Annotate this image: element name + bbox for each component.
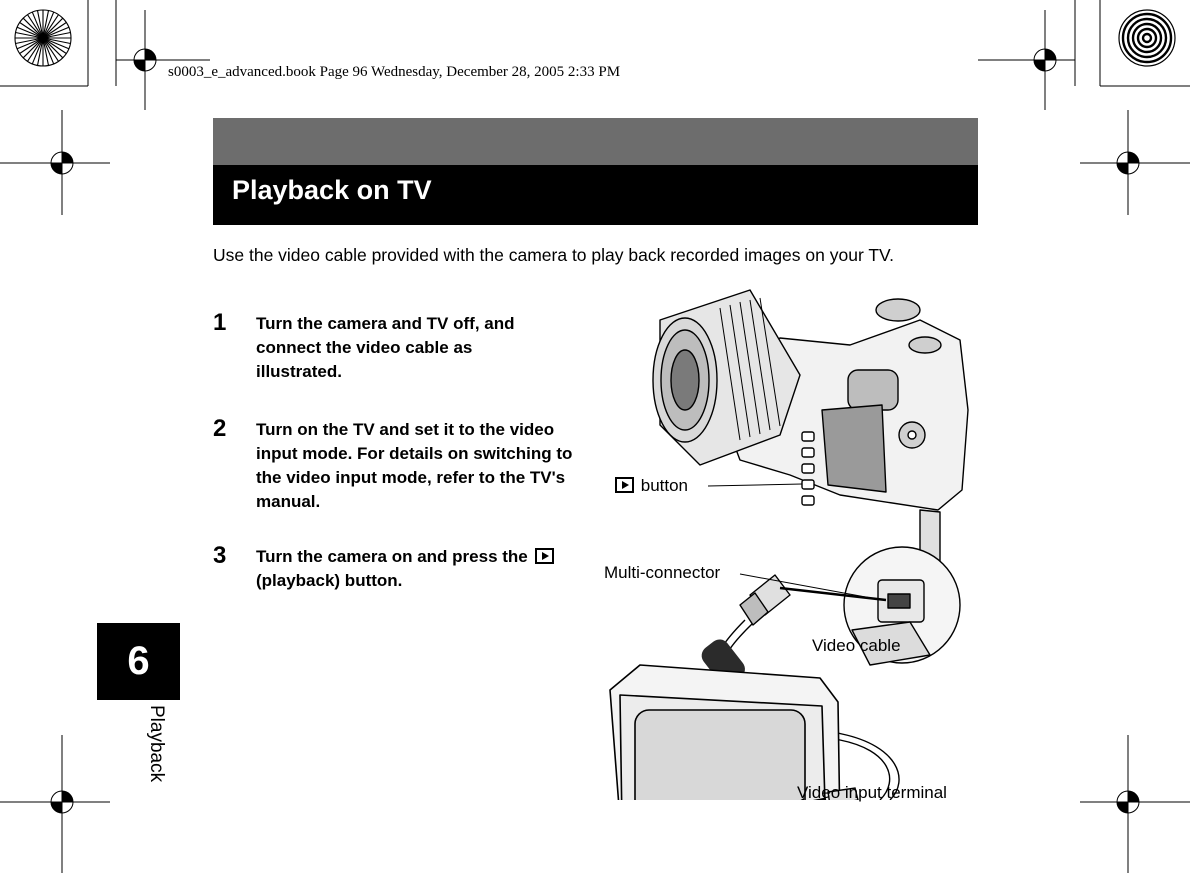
step-text: Turn the camera and TV off, and connect … (256, 314, 515, 381)
chapter-tab: 6 (97, 623, 180, 700)
title-band (213, 165, 978, 225)
chapter-side-label: Playback (146, 705, 167, 783)
playback-icon (615, 477, 634, 493)
step-text: Turn the camera on and press the (playba… (256, 545, 576, 593)
step-1: 1 Turn the camera and TV off, and connec… (213, 309, 593, 384)
video-input-terminal-label: Video input terminal (797, 783, 947, 802)
step-3: 3 Turn the camera on and press the (play… (213, 542, 593, 593)
step-text-before: Turn the camera on and press the (256, 547, 528, 566)
book-info-header: s0003_e_advanced.book Page 96 Wednesday,… (168, 64, 621, 80)
step-text-after: (playback) button. (256, 571, 403, 590)
step-2: 2 Turn on the TV and set it to the video… (213, 415, 593, 514)
video-cable-label: Video cable (812, 636, 901, 655)
intro-paragraph: Use the video cable provided with the ca… (213, 245, 894, 265)
step-number: 3 (213, 542, 227, 569)
camera-tv-connection-illustration (609, 289, 969, 800)
page-title: Playback on TV (232, 175, 432, 205)
playback-icon (534, 548, 554, 564)
step-number: 2 (213, 415, 227, 442)
playback-button-label: button (613, 476, 688, 496)
camera-lcd (821, 404, 887, 493)
step-number: 1 (213, 309, 227, 336)
title-band-grey (213, 118, 978, 165)
step-text: Turn on the TV and set it to the video i… (256, 420, 573, 511)
tv-screen (634, 709, 806, 800)
multi-connector-label: Multi-connector (604, 563, 721, 582)
